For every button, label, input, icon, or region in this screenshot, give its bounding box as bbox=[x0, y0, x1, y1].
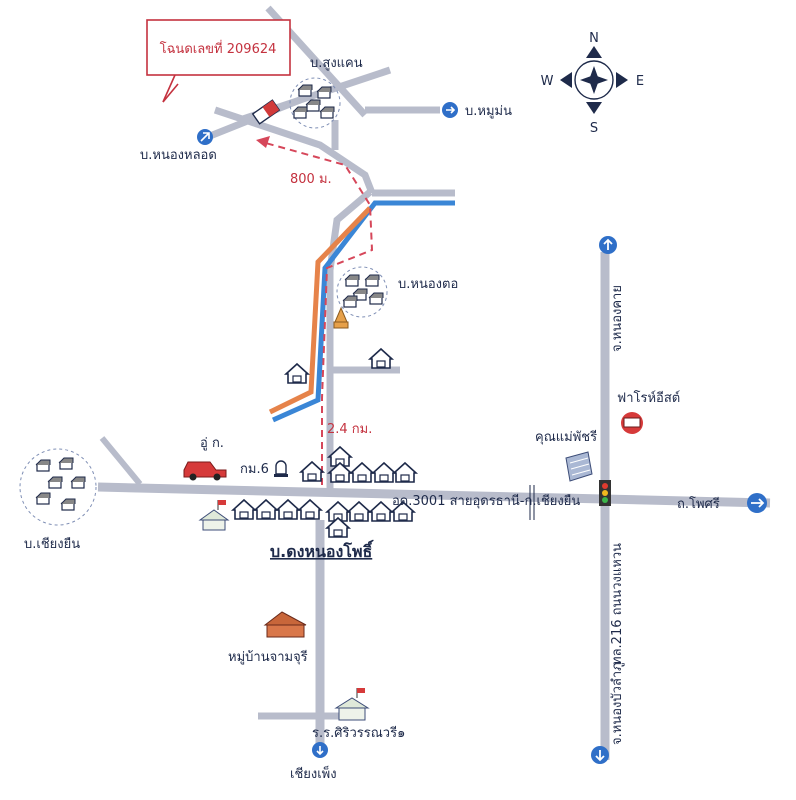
village-sung-khaen bbox=[289, 77, 341, 129]
houses bbox=[232, 348, 417, 538]
sign-south-icon bbox=[591, 746, 609, 764]
school-icon bbox=[334, 688, 370, 721]
route-to-plot bbox=[261, 141, 374, 485]
compass-s: S bbox=[590, 121, 598, 136]
road-spur bbox=[99, 436, 143, 486]
temple-school-icon bbox=[198, 500, 230, 531]
sign-nong-lot-icon bbox=[197, 129, 213, 145]
traffic-light-icon bbox=[599, 480, 611, 506]
label-chiang-phiang: เชียงเพ็ง bbox=[290, 764, 337, 782]
orange-road bbox=[268, 206, 372, 415]
compass-e: E bbox=[636, 74, 644, 89]
label-farm: ฟาโรห์อีสต์ bbox=[617, 390, 680, 406]
label-estate: หมู่บ้านจามจุรี bbox=[228, 649, 308, 665]
label-mu-mon: บ.หมูม่น bbox=[465, 104, 512, 119]
label-chiang-yuen: บ.เชียงยืน bbox=[24, 536, 80, 552]
label-garage: อู่ ก. bbox=[200, 436, 224, 451]
estate-icon bbox=[263, 611, 307, 638]
label-sung-khaen: บ.สูงแคน bbox=[310, 56, 363, 71]
roads bbox=[97, 5, 771, 760]
label-nong-lot: บ.หนองหลอด bbox=[140, 148, 217, 163]
route-arrow bbox=[256, 136, 270, 148]
blue-road bbox=[271, 200, 455, 423]
km-marker-icon bbox=[274, 460, 288, 477]
road-3001 bbox=[97, 482, 771, 508]
village-chiang-yuen bbox=[19, 448, 97, 526]
label-khun-mae: คุณแม่พัชรี bbox=[535, 429, 597, 445]
label-road-3001: อด.3001 สายอุดรธานี-ก.เชียงยืน bbox=[392, 493, 580, 509]
label-nongbualamphu: จ.หนองบัวลำภู bbox=[610, 662, 625, 745]
compass-w: W bbox=[541, 74, 554, 89]
sign-mu-mon-icon bbox=[442, 102, 458, 118]
car-icon bbox=[183, 461, 227, 481]
building-icon bbox=[565, 451, 593, 482]
label-dong-nong-pho: บ.ดงหนองโพธิ์ bbox=[270, 540, 374, 561]
label-nongkhai: จ.หนองคาย bbox=[610, 285, 625, 352]
label-phosri: ถ.โพศรี bbox=[677, 496, 720, 512]
sign-north-icon bbox=[599, 236, 617, 254]
compass-icon bbox=[560, 46, 628, 114]
plot-marker bbox=[251, 99, 281, 125]
temple-icon bbox=[333, 306, 349, 329]
village-nong-to bbox=[336, 266, 388, 318]
deed-title: โฉนดเลขที่ 209624 bbox=[160, 40, 277, 57]
label-km6: กม.6 bbox=[240, 462, 269, 477]
direction-signs bbox=[197, 102, 767, 764]
sign-chiang-phiang-icon bbox=[312, 742, 328, 758]
road-to-nong-lot bbox=[213, 106, 376, 195]
label-800m: 800 ม. bbox=[290, 172, 332, 187]
label-road-216: ทล.216 ถนนวงแหวน bbox=[610, 543, 625, 665]
road-break bbox=[529, 485, 535, 520]
sign-east-icon bbox=[747, 493, 767, 513]
label-2-4km: 2.4 กม. bbox=[327, 422, 372, 437]
label-school: ร.ร.ศิริวรรณวรี๑ bbox=[312, 725, 405, 741]
farm-icon bbox=[621, 412, 643, 434]
label-nong-to: บ.หนองตอ bbox=[398, 277, 458, 292]
compass-n: N bbox=[589, 31, 599, 46]
deed-box bbox=[146, 19, 291, 76]
